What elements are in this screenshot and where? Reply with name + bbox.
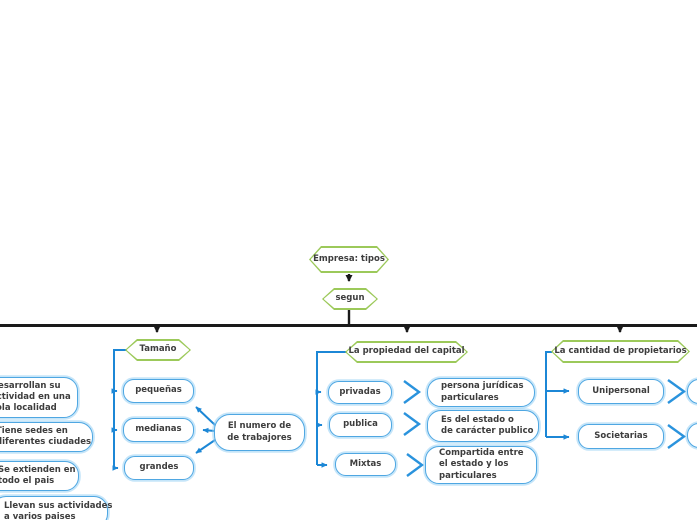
node-tamano[interactable]: Tamaño [125, 339, 191, 361]
node-label: Desarrollan su actividad en una sola loc… [0, 380, 71, 414]
node-cantidad-propietarios[interactable]: La cantidad de propietarios [551, 340, 690, 363]
node-label: grandes [139, 462, 179, 473]
node-medianas[interactable]: medianas [123, 418, 194, 442]
node-publica[interactable]: publica [329, 413, 392, 437]
node-label: Societarias [594, 430, 648, 441]
node-es-del-estado[interactable]: Es del estado o de carácter publico [427, 410, 539, 442]
node-label: Es del estado o de carácter publico [441, 414, 534, 436]
note-desarrollan[interactable]: Desarrollan su actividad en una sola loc… [0, 377, 78, 418]
node-label: La cantidad de propietarios [554, 345, 687, 356]
node-label: publica [343, 419, 378, 430]
node-label: Llevan sus actividades a varios paises [4, 500, 113, 520]
node-label: Unipersonal [592, 385, 650, 396]
note-extienden[interactable]: Se extienden en todo el pais [0, 461, 79, 491]
node-mixtas[interactable]: Mixtas [335, 453, 396, 476]
node-privadas[interactable]: privadas [328, 381, 392, 404]
node-compartida[interactable]: Compartida entre el estado y los particu… [425, 446, 537, 484]
node-segun[interactable]: segun [322, 288, 378, 310]
node-numero-trabajadores[interactable]: El numero de de trabajores [214, 414, 305, 451]
node-empresa-tipos[interactable]: Empresa: tipos [309, 246, 389, 273]
note-sedes[interactable]: Tiene sedes en diferentes ciudades [0, 422, 93, 452]
node-label: Empresa: tipos [313, 253, 385, 264]
node-label: privadas [339, 386, 381, 397]
note-llevan[interactable]: Llevan sus actividades a varios paises [0, 496, 112, 520]
node-label: La propiedad del capital [348, 346, 465, 357]
node-propiedad-capital[interactable]: La propiedad del capital [345, 341, 468, 363]
node-label: persona jurídicas particulares [441, 381, 524, 403]
node-label: Tiene sedes en diferentes ciudades [0, 425, 92, 447]
node-label: Tamaño [139, 344, 177, 355]
node-label: Mixtas [349, 458, 382, 469]
node-persona-juridicas[interactable]: persona jurídicas particulares [427, 378, 535, 407]
node-unipersonal[interactable]: Unipersonal [578, 379, 664, 404]
node-label: Se extienden en todo el pais [0, 464, 76, 486]
node-societarias[interactable]: Societarias [578, 424, 664, 449]
node-grandes[interactable]: grandes [124, 456, 194, 480]
node-label: medianas [135, 424, 182, 435]
node-label: Compartida entre el estado y los particu… [439, 448, 524, 481]
node-pequenas[interactable]: pequeñas [123, 379, 194, 403]
node-label: pequeñas [135, 385, 182, 396]
node-label: segun [335, 293, 365, 304]
node-label: El numero de de trabajores [227, 421, 292, 443]
